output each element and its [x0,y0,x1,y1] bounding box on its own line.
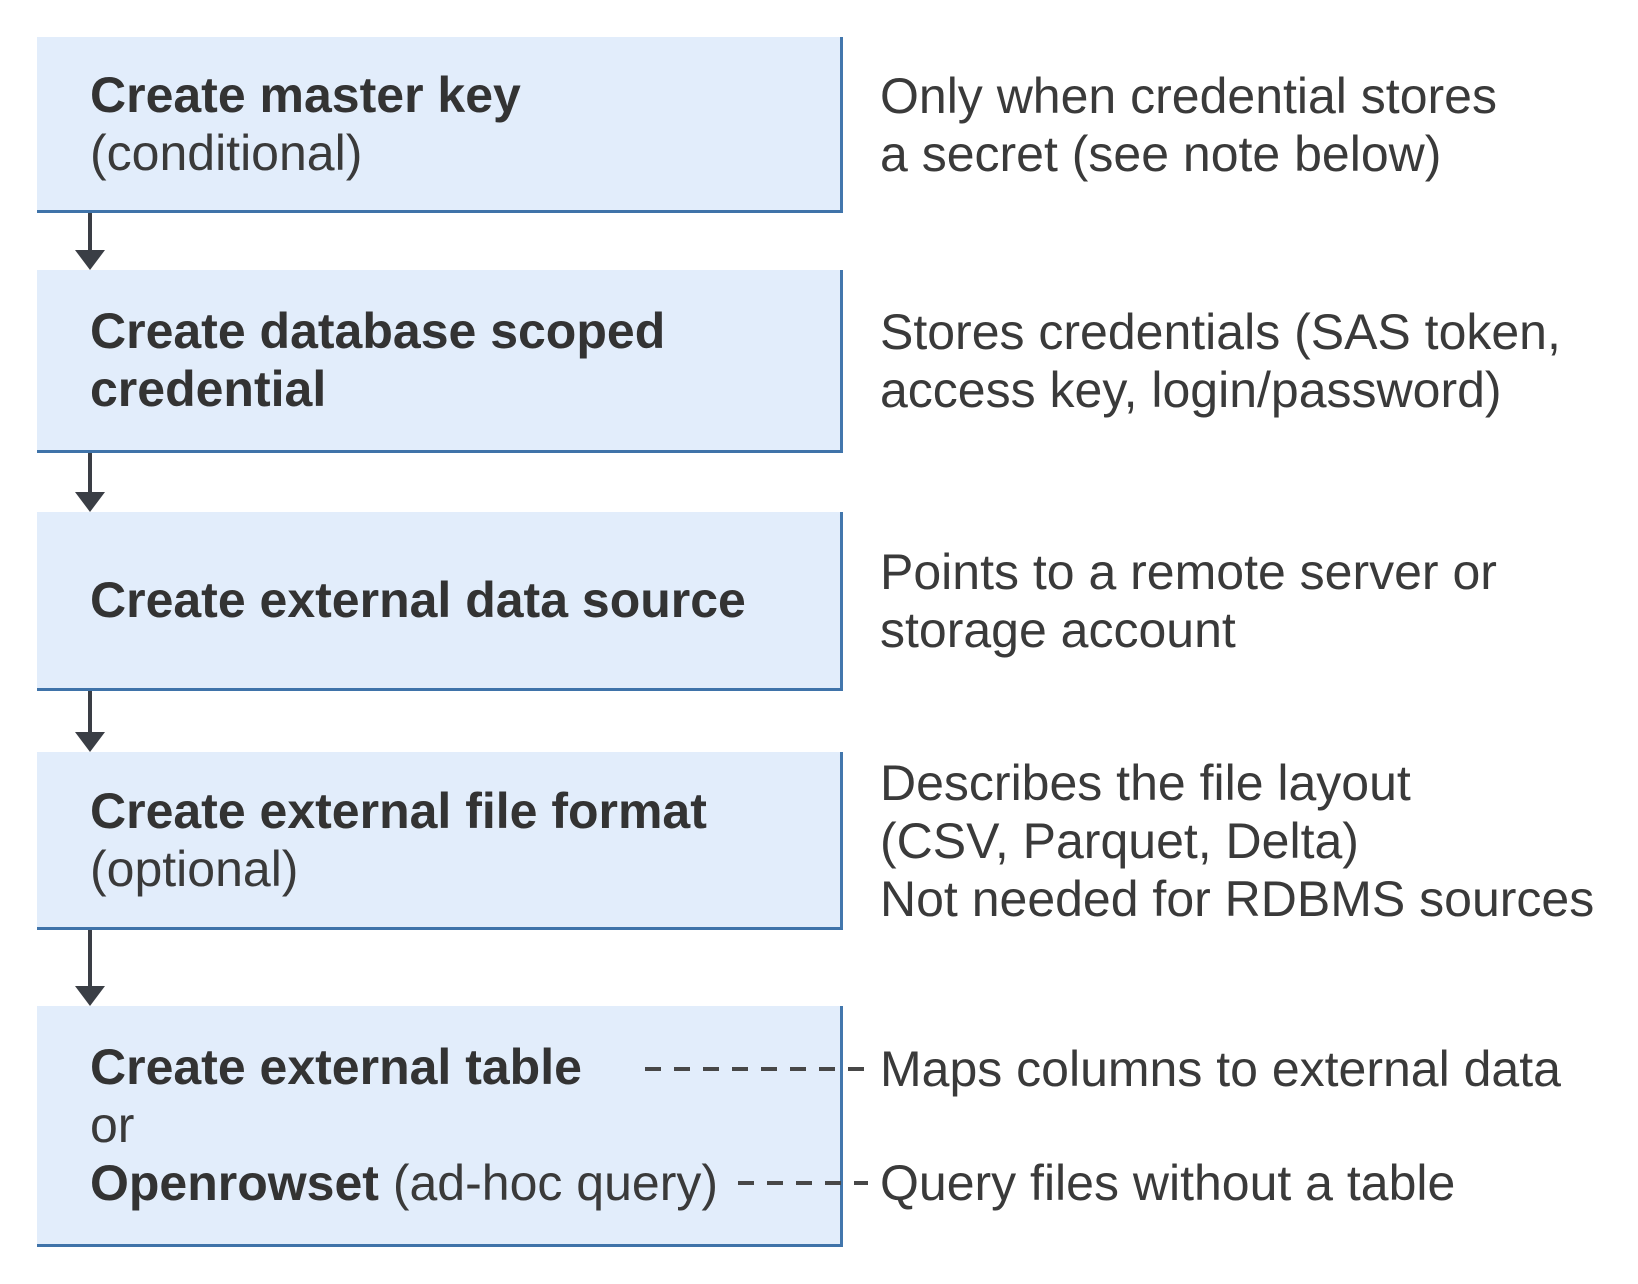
flow-box-title: Create master key [90,66,521,123]
note-line: Not needed for RDBMS sources [880,871,1595,927]
arrow-down-icon [75,930,105,1006]
note-line: Stores credentials (SAS token, [880,304,1561,360]
arrow-head [75,250,105,270]
flow-box-title: Create database scoped [90,303,666,359]
note-line: Points to a remote server or [880,544,1497,600]
flow-box-openrowset-line: Openrowset (ad-hoc query) [90,1154,840,1212]
note-external-table: Maps columns to external data [880,1040,1561,1098]
arrow-shaft [88,930,92,986]
arrow-shaft [88,691,92,732]
flow-box-scoped-credential: Create database scoped credential [37,270,843,453]
openrowset-label: Openrowset [90,1155,379,1211]
flow-box-subtitle: (conditional) [90,124,363,181]
flow-box-or-label: or [90,1097,135,1153]
note-line: Maps columns to external data [880,1041,1561,1097]
note-line: Only when credential stores [880,68,1497,124]
flow-box-external-data-source: Create external data source [37,512,843,691]
note-line: (CSV, Parquet, Delta) [880,813,1359,869]
note-line: access key, login/password) [880,362,1502,418]
dashed-connector-external-table [645,1067,870,1071]
note-openrowset: Query files without a table [880,1154,1455,1212]
flow-box-subtitle: (optional) [90,840,299,897]
flow-box-master-key: Create master key (conditional) [37,37,843,213]
arrow-down-icon [75,453,105,512]
note-line: storage account [880,602,1236,658]
arrow-down-icon [75,691,105,752]
note-master-key: Only when credential stores a secret (se… [880,67,1497,183]
flow-box-title: Create external table [90,1039,582,1095]
arrow-head [75,732,105,752]
note-external-data-source: Points to a remote server or storage acc… [880,543,1497,659]
flow-box-title-line2: credential [90,361,327,417]
flow-box-title: Create external file format [90,782,707,839]
note-line: Describes the file layout [880,755,1411,811]
arrow-down-icon [75,213,105,270]
arrow-head [75,986,105,1006]
arrow-shaft [88,213,92,250]
note-line: a secret (see note below) [880,126,1442,182]
flow-box-external-file-format: Create external file format (optional) [37,752,843,930]
arrow-head [75,492,105,512]
flow-box-title: Create external data source [90,572,746,628]
note-external-file-format: Describes the file layout (CSV, Parquet,… [880,754,1594,928]
dashed-connector-openrowset [738,1181,868,1185]
adhoc-query-label: (ad-hoc query) [378,1155,718,1211]
note-scoped-credential: Stores credentials (SAS token, access ke… [880,303,1561,419]
note-line: Query files without a table [880,1155,1456,1211]
flow-box-external-table-or-openrowset: Create external table or Openrowset (ad-… [37,1006,843,1247]
arrow-shaft [88,453,92,492]
